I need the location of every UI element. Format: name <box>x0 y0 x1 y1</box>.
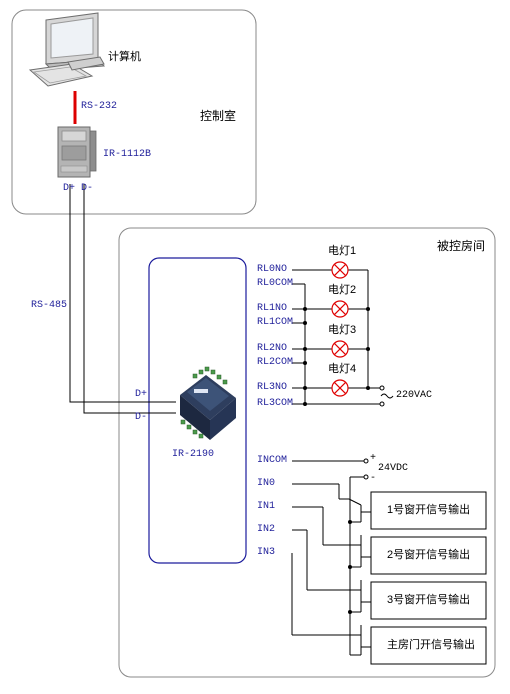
dc-supply-terminals <box>363 458 369 480</box>
lamp-1-label: 电灯1 <box>328 245 357 257</box>
input-terminal-incom: INCOM <box>257 455 288 466</box>
relay-terminal-rl1com: RL1COM <box>257 317 294 328</box>
control-room-title: 控制室 <box>200 109 237 123</box>
module-label: IR-2190 <box>172 449 215 460</box>
input-circuit <box>291 460 371 656</box>
relay-terminal-rl0no: RL0NO <box>257 264 288 275</box>
relay-terminal-rl3com: RL3COM <box>257 398 294 409</box>
computer-label: 计算机 <box>108 51 141 63</box>
computer-icon <box>28 12 106 87</box>
dc-supply-label: 24VDC <box>378 463 409 474</box>
input-terminal-in1: IN1 <box>257 501 276 512</box>
junction-dots <box>303 307 370 406</box>
input-terminal-in3: IN3 <box>257 547 276 558</box>
controlled-room-title: 被控房间 <box>437 239 486 253</box>
ac-supply-label: 220VAC <box>396 390 433 401</box>
bus-terminal-dplus: D+ <box>135 389 148 400</box>
converter-ports: D+ D- <box>63 183 94 194</box>
input-terminal-in2: IN2 <box>257 524 276 535</box>
converter-label: IR-1112B <box>103 149 152 160</box>
input-terminal-in0: IN0 <box>257 478 276 489</box>
relay-terminal-rl2com: RL2COM <box>257 357 294 368</box>
relay-terminal-rl3no: RL3NO <box>257 382 288 393</box>
signal-output-4: 主房门开信号输出 <box>387 639 475 651</box>
signal-box-4 <box>370 626 487 665</box>
converter-icon <box>57 126 97 178</box>
signal-output-2: 2号窗开信号输出 <box>387 549 471 561</box>
rs485-label: RS-485 <box>31 300 68 311</box>
io-module-icon <box>180 366 236 440</box>
signal-output-boxes <box>370 491 487 665</box>
lamp-4-label: 电灯4 <box>328 363 357 375</box>
dc-minus-label: - <box>370 473 377 484</box>
module-enclosure <box>148 257 247 564</box>
control-room-enclosure <box>11 9 257 215</box>
signal-box-2 <box>370 536 487 575</box>
dc-plus-label: + <box>370 453 377 464</box>
lamp-icons <box>331 261 349 397</box>
lamp-2-label: 电灯2 <box>328 284 357 296</box>
signal-output-1: 1号窗开信号输出 <box>387 504 471 516</box>
relay-terminal-rl0com: RL0COM <box>257 278 294 289</box>
signal-output-3: 3号窗开信号输出 <box>387 594 471 606</box>
bus-terminal-dminus: D- <box>135 412 148 423</box>
relay-terminal-rl2no: RL2NO <box>257 343 288 354</box>
relay-terminal-rl1no: RL1NO <box>257 303 288 314</box>
lamp-3-label: 电灯3 <box>328 324 357 336</box>
ac-supply-terminals <box>379 385 394 407</box>
rs485-bus <box>69 184 176 414</box>
input-junctions <box>348 520 352 614</box>
ac-tilde-icon <box>380 393 394 399</box>
rs232-label: RS-232 <box>81 101 118 112</box>
controlled-room-enclosure <box>118 227 496 678</box>
signal-box-3 <box>370 581 487 620</box>
signal-box-1 <box>370 491 487 530</box>
